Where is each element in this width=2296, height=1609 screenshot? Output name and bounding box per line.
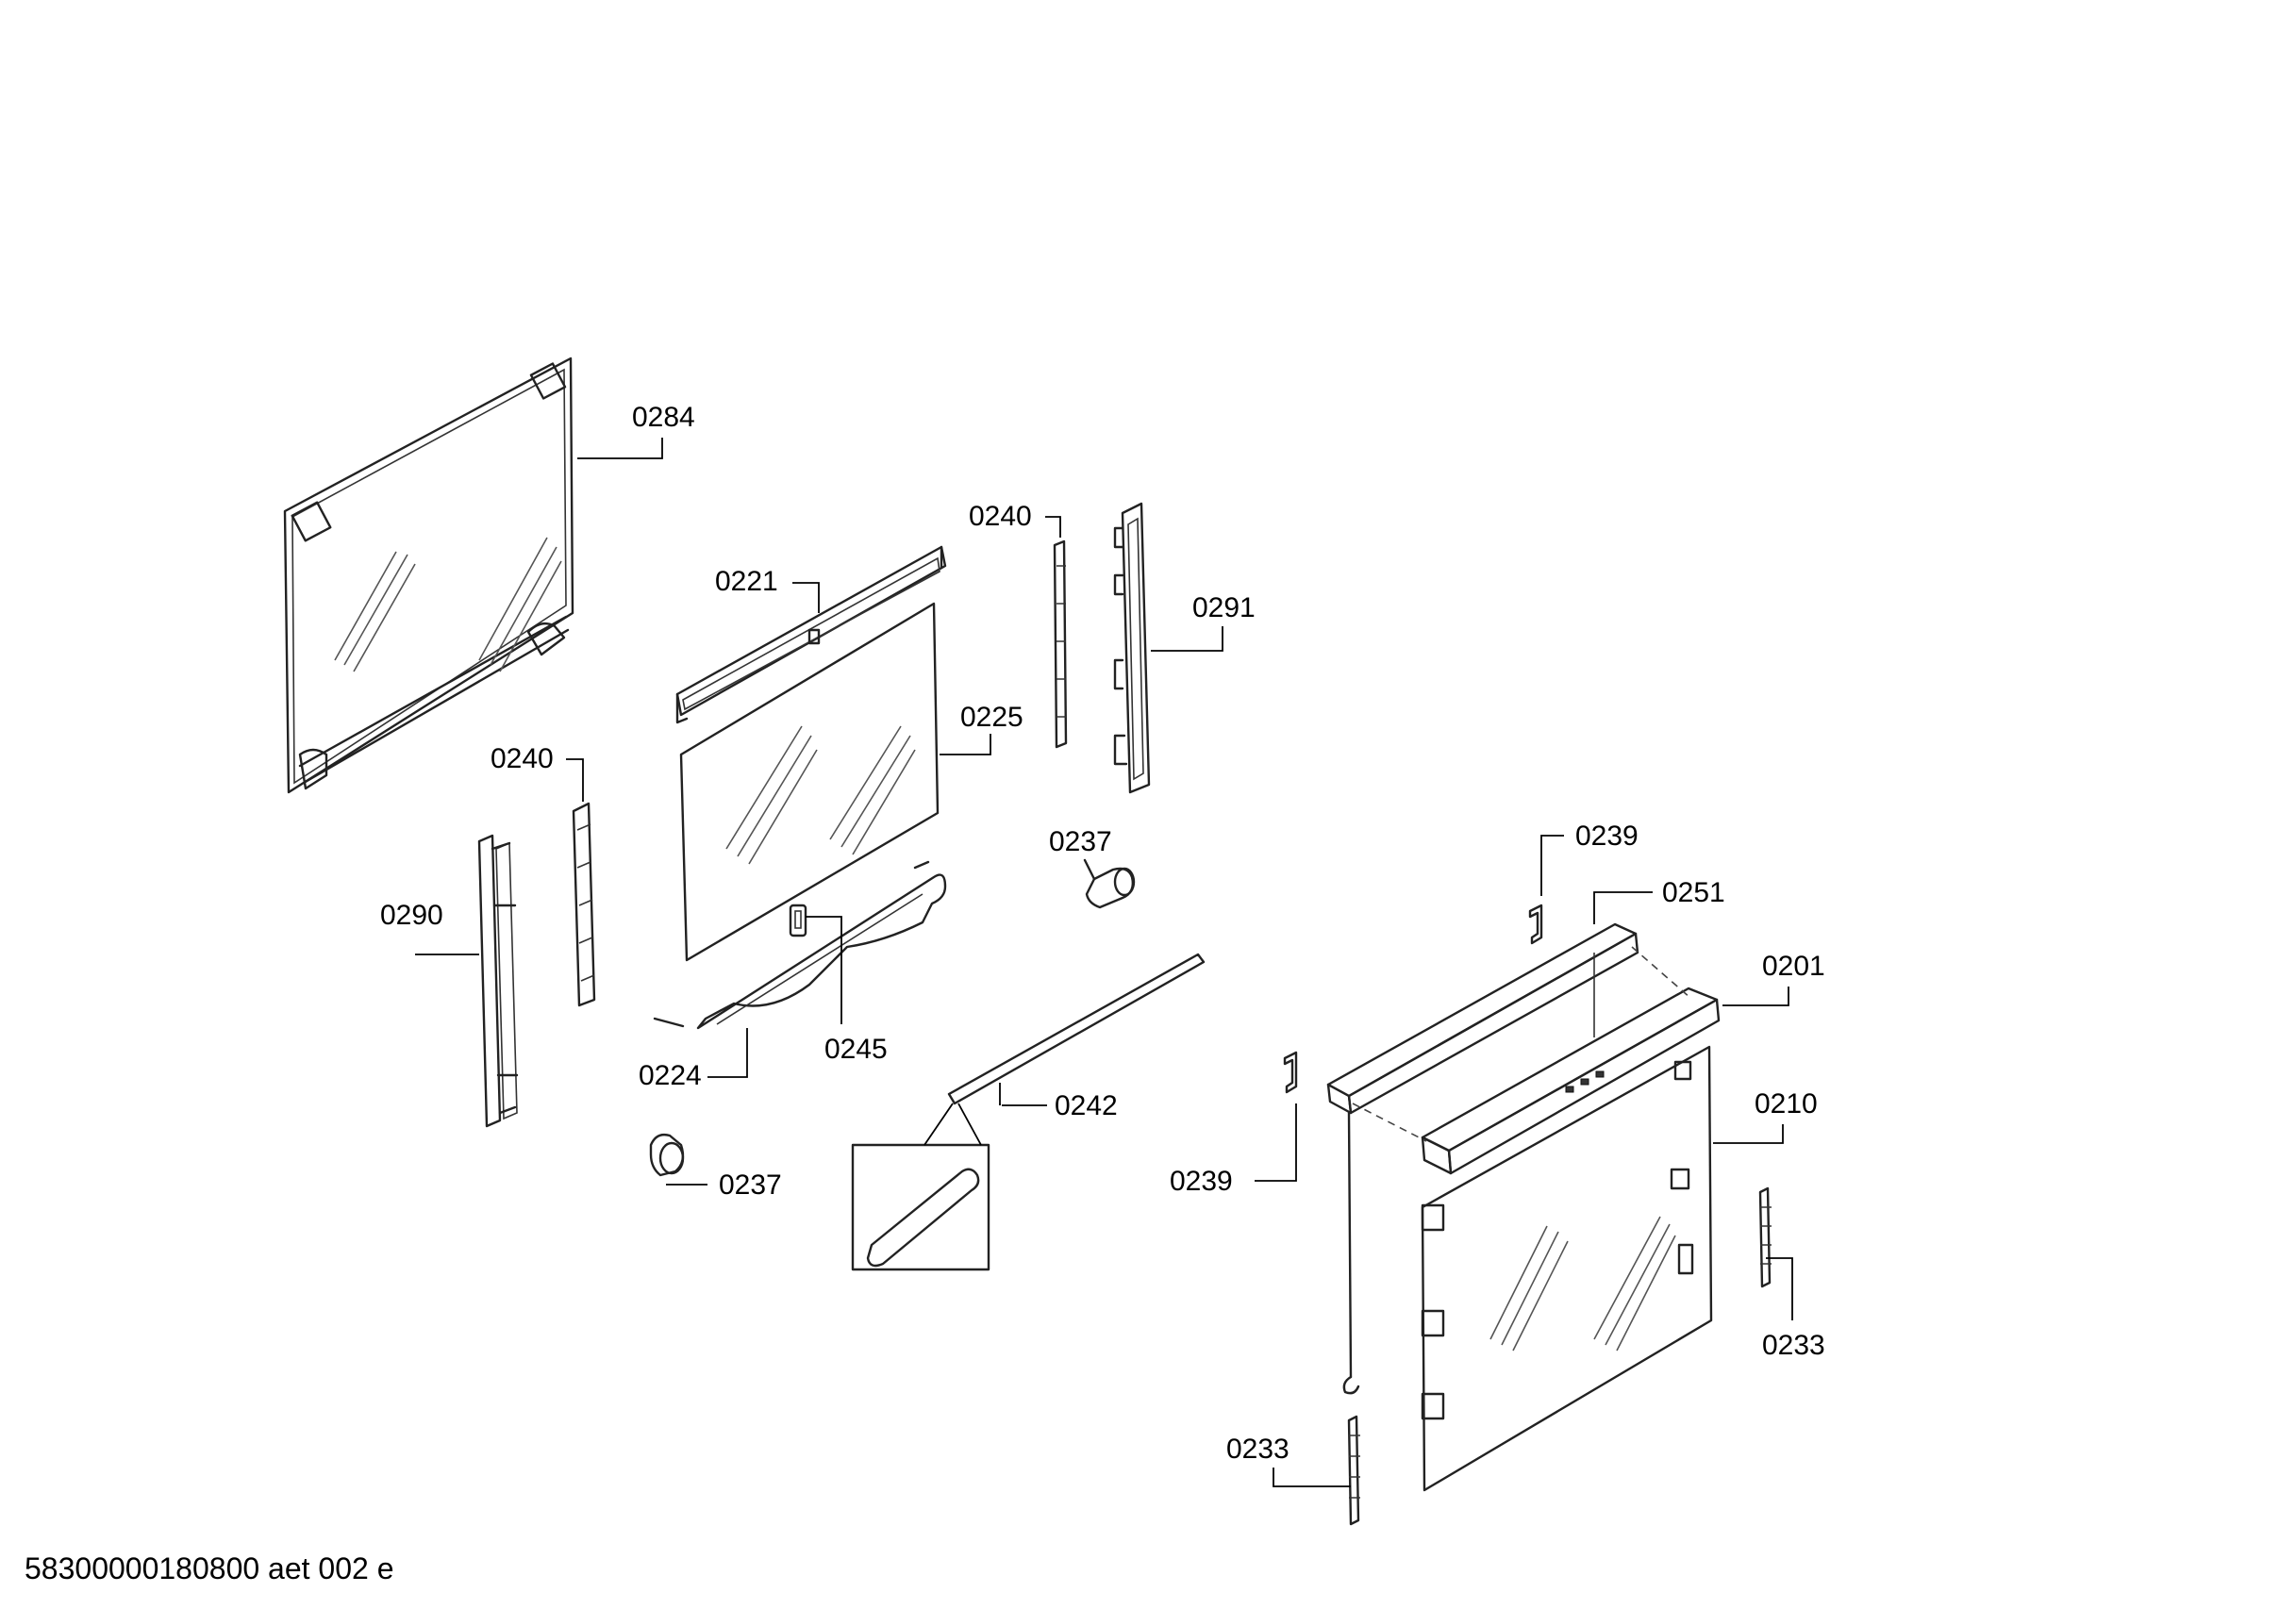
label-0284: 0284 [632, 402, 695, 433]
part-0239-upper-bracket [1528, 904, 1543, 945]
part-0245-clip [789, 904, 807, 937]
part-0240-upper-strip [1053, 539, 1068, 749]
part-0233-bottom-strip [1347, 1415, 1360, 1526]
part-0242-gasket-rod [851, 953, 1206, 1271]
part-0239-lower-bracket [1283, 1051, 1298, 1094]
label-0201: 0201 [1762, 951, 1825, 982]
part-0284-glass-pane [283, 357, 574, 794]
label-0240-lower: 0240 [491, 743, 554, 774]
part-0290-side-rail [477, 834, 519, 1128]
label-0233-right: 0233 [1762, 1330, 1825, 1361]
part-0251-crossbar [1326, 922, 1639, 1115]
label-0242: 0242 [1055, 1090, 1118, 1121]
part-0233-right-strip [1758, 1186, 1772, 1288]
part-0237-lower-knob [649, 1133, 685, 1177]
part-0237-upper-knob [1083, 858, 1136, 909]
part-0221-top-trim [675, 545, 947, 724]
label-0233-bottom: 0233 [1226, 1434, 1289, 1465]
label-0237-upper: 0237 [1049, 826, 1112, 857]
label-0239-upper: 0239 [1575, 821, 1639, 852]
label-0224: 0224 [639, 1060, 702, 1091]
label-0290: 0290 [380, 900, 443, 931]
label-0240-upper: 0240 [969, 501, 1032, 532]
label-0245: 0245 [824, 1034, 888, 1065]
label-0251: 0251 [1662, 877, 1725, 908]
label-0237-lower: 0237 [719, 1169, 782, 1201]
label-0225: 0225 [960, 702, 1023, 733]
part-0240-lower-strip [572, 802, 596, 1007]
part-0210-outer-door [1342, 1045, 1713, 1492]
document-code: 58300000180800 aet 002 e [25, 1551, 394, 1585]
label-0291: 0291 [1192, 592, 1256, 623]
part-0201-handle-bar [1421, 987, 1721, 1175]
label-0221: 0221 [715, 566, 778, 597]
part-0225-inner-glass [679, 602, 940, 962]
part-0224-bottom-trim [653, 860, 947, 1030]
part-0291-side-rail [1113, 502, 1151, 794]
label-0210: 0210 [1755, 1088, 1818, 1120]
label-0239-lower: 0239 [1170, 1166, 1233, 1197]
